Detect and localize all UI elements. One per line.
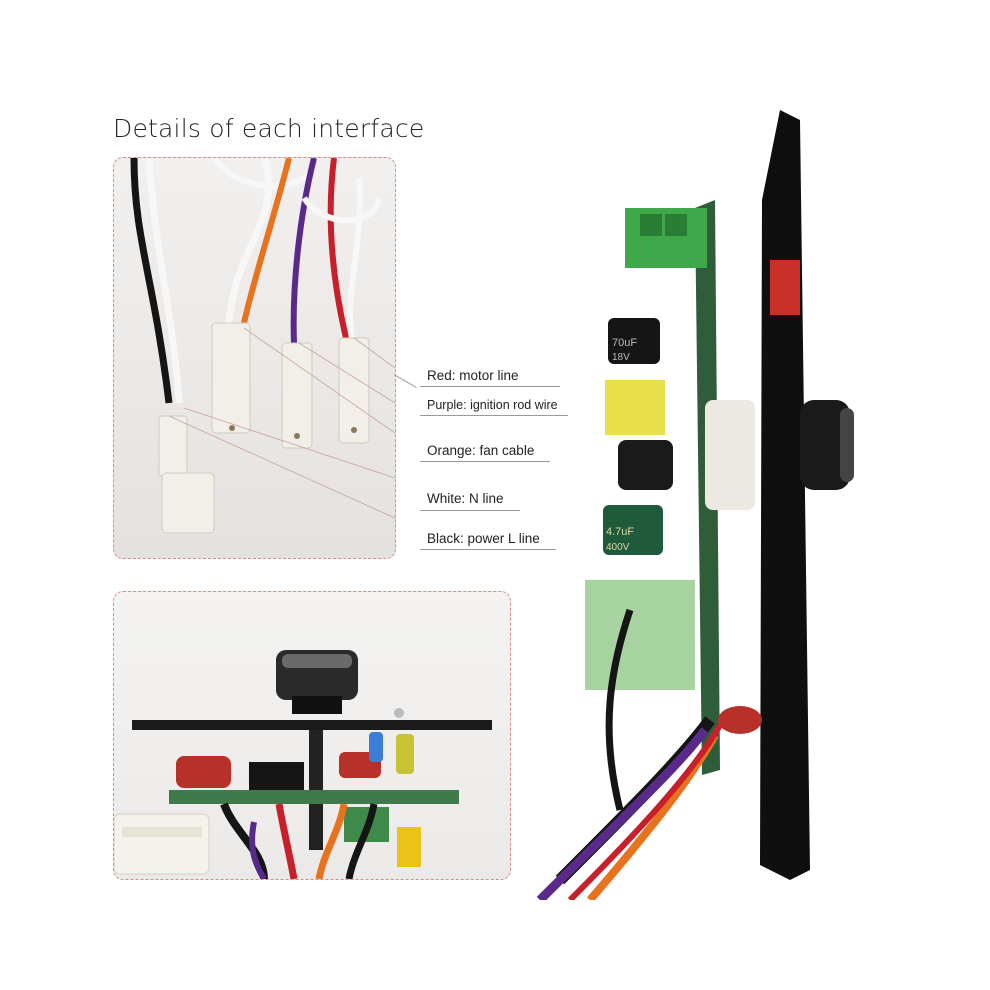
callout-line-white-h xyxy=(420,510,520,511)
callout-black-power-l-line: Black: power L line xyxy=(427,531,540,546)
page-title: Details of each interface xyxy=(113,114,425,143)
callout-red-motor-line: Red: motor line xyxy=(427,368,519,383)
callout-line-black-h xyxy=(420,549,556,550)
capacitor-top-label: 70uF xyxy=(612,337,637,349)
callout-line-orange-h xyxy=(420,461,550,462)
board-side-photo xyxy=(113,591,511,880)
controller-board-photo: 70uF 18V 4.7uF 400V xyxy=(480,110,900,900)
callout-orange-fan-cable: Orange: fan cable xyxy=(427,443,535,458)
callout-line-red-h xyxy=(420,386,560,387)
capacitor-green-label: 4.7uF xyxy=(606,526,634,538)
callout-line-red xyxy=(393,374,417,388)
callout-white-n-line: White: N line xyxy=(427,491,504,506)
callout-line-purple-h xyxy=(420,415,568,416)
capacitor-top-voltage: 18V xyxy=(612,352,630,363)
connector-detail-photo xyxy=(113,157,396,559)
capacitor-green-voltage: 400V xyxy=(606,542,630,553)
callout-purple-ignition-rod-wire: Purple: ignition rod wire xyxy=(427,398,558,412)
